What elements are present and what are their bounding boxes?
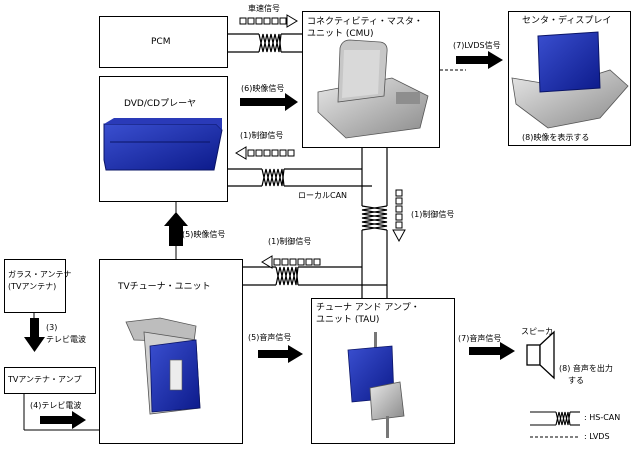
audio-7-arrow	[469, 342, 515, 360]
tv-tuner-illustration	[125, 317, 201, 415]
legend-hs-can-symbol	[530, 411, 580, 426]
tv-wave-3-label-line1: (3)	[46, 323, 58, 332]
speaker-label: スピーカ	[521, 327, 553, 336]
audio-5-label: (5)音声信号	[248, 333, 292, 342]
speaker-icon	[526, 330, 555, 380]
cmu-label-line2: ユニット (CMU)	[307, 29, 374, 39]
legend-lvds-label: : LVDS	[584, 432, 610, 441]
tau-label-line1: チューナ アンド アンプ・	[316, 303, 420, 313]
cmu-label-line1: コネクティビティ・マスタ・	[307, 17, 423, 27]
audio-7-label: (7)音声信号	[458, 334, 502, 343]
tau-label-line2: ユニット (TAU)	[316, 315, 380, 325]
tv-tuner-label: TVチューナ・ユニット	[118, 282, 211, 292]
dvd-player-illustration	[103, 118, 223, 171]
pcm-box	[99, 16, 228, 68]
glass-antenna-label-line1: ガラス・アンテナ	[8, 270, 72, 279]
can-cmu-dvd	[228, 148, 388, 298]
local-can-label: ローカルCAN	[298, 191, 348, 200]
vehicle-speed-label: 車速信号	[248, 4, 280, 13]
audio-out-label-line1: (8) 音声を出力	[559, 364, 613, 373]
tv-antenna-amp-box	[4, 367, 96, 394]
cmu-illustration	[317, 39, 429, 139]
dvd-label: DVD/CDプレーヤ	[124, 99, 197, 109]
control-1b-arrow	[392, 189, 406, 243]
lvds-arrow	[456, 51, 503, 69]
can-pcm-cmu	[228, 33, 302, 53]
control-1a-label: (1)制御信号	[240, 131, 284, 140]
audio-out-label-line2: する	[568, 376, 584, 385]
control-1a-arrow	[235, 146, 295, 160]
control-1b-label: (1)制御信号	[411, 210, 455, 219]
control-1c-arrow	[261, 255, 321, 269]
video-5-label: (5)映像信号	[182, 230, 226, 239]
tv-wave-4-label: (4)テレビ電波	[30, 401, 82, 410]
tau-illustration	[347, 332, 405, 438]
display-video-label: (8)映像を表示する	[522, 133, 590, 142]
tv-wave-4-arrow	[40, 411, 86, 429]
center-display-illustration	[511, 31, 629, 129]
legend-hs-can-label: : HS-CAN	[584, 413, 621, 422]
lvds-signal-label: (7)LVDS信号	[453, 41, 501, 50]
video-5-arrow	[164, 212, 188, 246]
video-6-arrow	[240, 93, 298, 111]
glass-antenna-label-line2: (TVアンテナ)	[8, 282, 57, 291]
tv-wave-3-arrow	[24, 318, 45, 352]
audio-5-arrow	[258, 345, 303, 363]
tv-wave-3-label-line2: テレビ電波	[46, 335, 86, 344]
video-6-label: (6)映像信号	[241, 84, 285, 93]
tv-antenna-amp-label: TVアンテナ・アンプ	[8, 375, 82, 384]
glass-antenna-box	[4, 259, 66, 313]
pcm-label: PCM	[151, 37, 171, 47]
can-trunk-tv	[243, 266, 387, 286]
center-display-label: センタ・ディスプレイ	[522, 16, 612, 26]
control-1c-label: (1)制御信号	[268, 237, 312, 246]
vehicle-speed-arrow	[239, 14, 298, 28]
